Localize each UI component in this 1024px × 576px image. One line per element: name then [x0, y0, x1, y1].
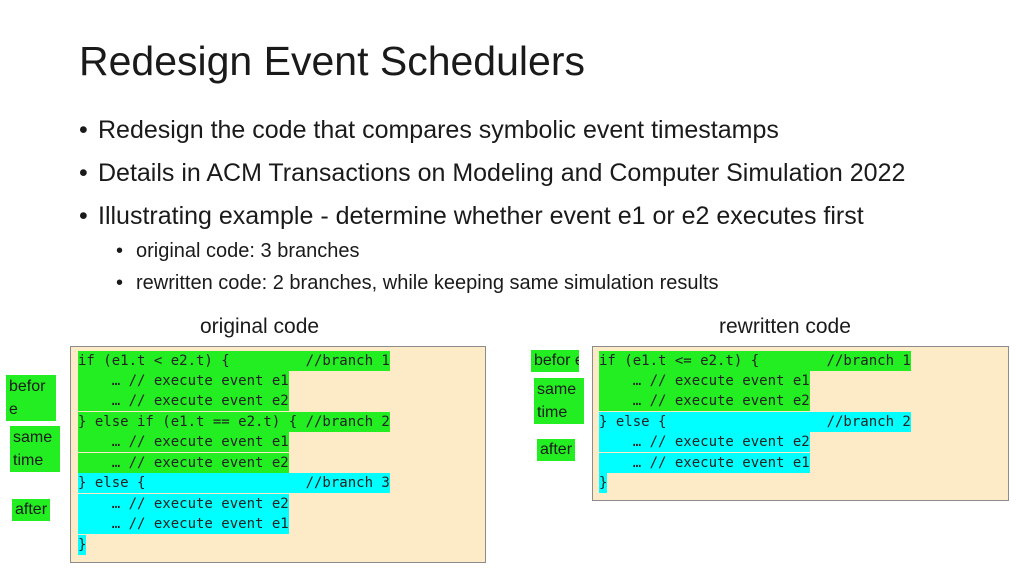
code-line: … // execute event e2: [78, 391, 289, 411]
sub-bullet-text: original code: 3 branches: [136, 240, 360, 262]
code-line: … // execute event e1: [78, 371, 289, 391]
bullet-text: Redesign the code that compares symbolic…: [98, 116, 779, 144]
original-code-caption: original code: [200, 315, 320, 338]
before-tag: befor e: [531, 350, 579, 372]
same-time-tag: same time: [10, 426, 60, 472]
bullet-text: Illustrating example - determine whether…: [98, 202, 864, 230]
sub-bullet-text: rewritten code: 2 branches, while keepin…: [136, 272, 719, 294]
slide-title: Redesign Event Schedulers: [79, 38, 585, 84]
code-line: … // execute event e2: [599, 391, 810, 411]
sub-bullet-dot: •: [116, 272, 124, 294]
same-time-tag: same time: [534, 378, 584, 424]
code-line: … // execute event e1: [78, 514, 289, 534]
after-tag: after: [12, 499, 51, 521]
code-line: … // execute event e1: [78, 432, 289, 452]
sub-bullet-dot: •: [116, 240, 124, 262]
code-line: … // execute event e2: [78, 494, 289, 514]
bullet-dot: •: [79, 202, 88, 230]
code-line: }: [78, 535, 87, 555]
code-line: }: [599, 473, 608, 493]
before-tag: befor e: [6, 375, 56, 421]
code-line: if (e1.t < e2.t) { //branch 1: [78, 351, 390, 371]
code-line: … // execute event e2: [78, 453, 289, 473]
code-line: } else if (e1.t == e2.t) { //branch 2: [78, 412, 390, 432]
rewritten-code-caption: rewritten code: [719, 315, 851, 338]
code-line: if (e1.t <= e2.t) { //branch 1: [599, 351, 911, 371]
code-line: … // execute event e1: [599, 371, 810, 391]
bullet-dot: •: [79, 159, 88, 187]
bullet-text: Details in ACM Transactions on Modeling …: [98, 159, 906, 187]
code-line: … // execute event e2: [599, 432, 810, 452]
bullet-dot: •: [79, 116, 88, 144]
code-line: } else { //branch 2: [599, 412, 911, 432]
code-line: … // execute event e1: [599, 453, 810, 473]
after-tag: after: [537, 439, 576, 461]
code-line: } else { //branch 3: [78, 473, 390, 493]
